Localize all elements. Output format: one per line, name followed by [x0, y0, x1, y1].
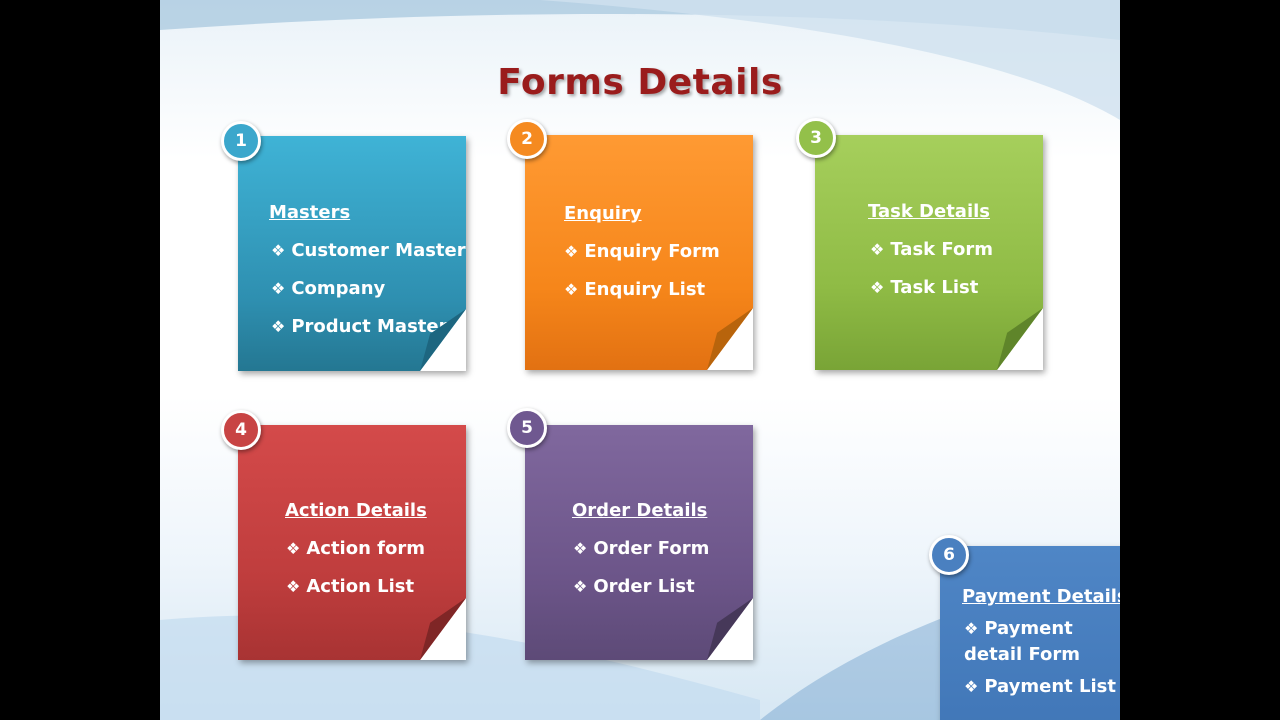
list-item: ❖Enquiry Form — [564, 241, 720, 262]
card-heading: Order Details — [572, 500, 708, 521]
card-heading: Payment Details — [962, 586, 1120, 607]
list-item: ❖Action form — [286, 538, 425, 559]
task-details-card: Task Details ❖Task Form ❖Task List — [815, 135, 1043, 370]
number-badge: 2 — [507, 119, 547, 159]
diamond-bullet-icon: ❖ — [573, 577, 588, 596]
list-item: ❖Order List — [573, 576, 695, 597]
list-item: ❖Product Master — [271, 316, 448, 337]
card-heading: Masters — [269, 202, 351, 223]
list-item: ❖Company — [271, 278, 386, 299]
list-item: ❖Task List — [870, 277, 979, 298]
list-item: ❖Task Form — [870, 239, 993, 260]
number-badge: 3 — [796, 118, 836, 158]
masters-card: Masters ❖Customer Master ❖Company ❖Produ… — [238, 136, 466, 371]
diamond-bullet-icon: ❖ — [271, 317, 286, 336]
diamond-bullet-icon: ❖ — [564, 280, 579, 299]
action-details-card: Action Details ❖Action form ❖Action List — [238, 425, 466, 660]
diamond-bullet-icon: ❖ — [964, 677, 979, 696]
diamond-bullet-icon: ❖ — [870, 240, 885, 259]
order-details-card: Order Details ❖Order Form ❖Order List — [525, 425, 753, 660]
payment-details-card: Payment Details ❖Payment detail Form ❖Pa… — [940, 546, 1120, 720]
diamond-bullet-icon: ❖ — [286, 539, 301, 558]
diamond-bullet-icon: ❖ — [271, 241, 286, 260]
diamond-bullet-icon: ❖ — [564, 242, 579, 261]
list-item: ❖Customer Master — [271, 240, 466, 261]
number-badge: 6 — [929, 535, 969, 575]
diamond-bullet-icon: ❖ — [964, 619, 979, 638]
number-badge: 1 — [221, 121, 261, 161]
card-heading: Task Details — [868, 201, 991, 222]
card-heading: Enquiry — [564, 203, 642, 224]
enquiry-card: Enquiry ❖Enquiry Form ❖Enquiry List — [525, 135, 753, 370]
diamond-bullet-icon: ❖ — [870, 278, 885, 297]
number-badge: 5 — [507, 408, 547, 448]
diamond-bullet-icon: ❖ — [286, 577, 301, 596]
list-item: ❖Action List — [286, 576, 415, 597]
page-title: Forms Details — [497, 62, 783, 103]
list-item: ❖Payment detail Form — [964, 618, 1081, 665]
diamond-bullet-icon: ❖ — [573, 539, 588, 558]
diamond-bullet-icon: ❖ — [271, 279, 286, 298]
list-item: ❖Payment List — [964, 676, 1116, 697]
number-badge: 4 — [221, 410, 261, 450]
list-item: ❖Order Form — [573, 538, 710, 559]
list-item: ❖Enquiry List — [564, 279, 706, 300]
slide: Forms Details Masters ❖Customer Master ❖… — [160, 0, 1120, 720]
card-heading: Action Details — [285, 500, 427, 521]
